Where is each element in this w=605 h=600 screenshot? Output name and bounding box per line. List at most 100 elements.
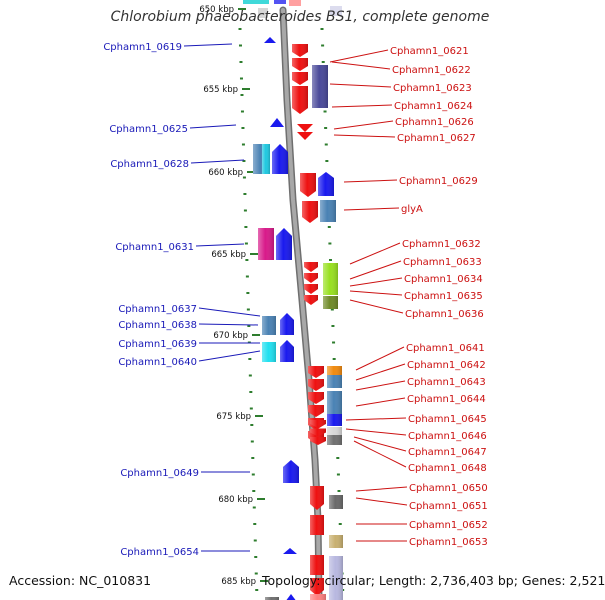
gene-arrow-shade: [327, 366, 342, 375]
ruler-tick: [323, 110, 327, 113]
ruler-tick: [254, 572, 258, 575]
gene-arrow: [320, 200, 336, 222]
gene-label-right: Cphamn1_0641: [406, 343, 485, 354]
ruler-tick: [321, 61, 325, 63]
ruler-tick: [243, 209, 247, 212]
gene-arrow: [310, 428, 326, 437]
ruler-tick: [246, 292, 250, 294]
gene-arrow-shade: [300, 173, 316, 197]
gene-arrow: [310, 486, 324, 510]
ruler-label: 660 kbp: [208, 168, 243, 178]
gene-arrow: [327, 435, 342, 445]
ruler-tick: [246, 308, 250, 311]
gene-arrow: [310, 437, 326, 445]
ruler-label: 665 kbp: [211, 250, 246, 260]
gene-arrow: [300, 173, 316, 197]
gene-arrowhead: [297, 124, 313, 132]
gene-label-right: Cphamn1_0623: [393, 83, 472, 94]
gene-label-left: Cphamn1_0631: [115, 242, 194, 253]
gene-arrow-shade: [323, 263, 338, 295]
gene-label-right: Cphamn1_0622: [392, 65, 471, 76]
gene-label-right: Cphamn1_0653: [409, 537, 488, 548]
gene-arrow-shade: [302, 201, 318, 223]
gene-arrow: [292, 58, 308, 71]
gene-label-left: Cphamn1_0640: [118, 357, 197, 368]
map-title: Chlorobium phaeobacteroides BS1, complet…: [110, 9, 490, 25]
gene-arrow-shade: [308, 379, 324, 391]
gene-arrow-shade: [262, 316, 276, 335]
gene-arrow: [292, 86, 308, 114]
gene-leader-line: [331, 61, 391, 70]
gene-leader-line: [198, 323, 259, 326]
genome-summary-text: Topology: circular; Length: 2,736,403 bp…: [262, 573, 605, 588]
gene-arrow-shade: [258, 228, 274, 260]
gene-leader-line: [349, 260, 402, 280]
gene-arrow: [329, 556, 343, 600]
gene-leader-line: [355, 380, 406, 391]
ruler-tick: [331, 325, 335, 327]
gene-arrow-shade: [262, 144, 270, 174]
gene-leader-line: [183, 43, 233, 47]
gene-arrow: [327, 414, 342, 426]
gene-label-right: Cphamn1_0645: [408, 414, 487, 425]
gene-leader-line: [345, 417, 407, 421]
gene-arrow: [292, 72, 308, 85]
ruler-tick: [324, 127, 328, 129]
gene-leader-line: [349, 290, 403, 296]
gene-arrow-shade: [283, 460, 299, 483]
gene-leader-line: [345, 428, 407, 436]
ruler-tick: [240, 94, 244, 96]
ruler-tick: [241, 143, 245, 146]
gene-label-right: Cphamn1_0636: [405, 309, 484, 320]
ruler-major-tick: [260, 580, 268, 582]
gene-arrow: [323, 263, 338, 295]
ruler-tick: [332, 358, 336, 360]
ruler-label: 655 kbp: [203, 85, 238, 95]
gene-arrow: [304, 273, 318, 283]
gene-arrow-shade: [304, 295, 318, 305]
gene-label-right: Cphamn1_0624: [394, 101, 473, 112]
gene-leader-line: [343, 179, 398, 183]
ruler-tick: [241, 127, 245, 129]
gene-label-right: Cphamn1_0652: [409, 520, 488, 531]
ruler-label: 680 kbp: [218, 495, 253, 505]
gene-leader-line: [355, 486, 408, 492]
gene-arrow-shade: [318, 172, 334, 196]
ruler-tick: [242, 176, 246, 179]
gene-label-right: Cphamn1_0650: [409, 483, 488, 494]
gene-label-left: Cphamn1_0654: [120, 547, 199, 558]
gene-arrow-shade: [265, 597, 279, 600]
gene-arrow-shade: [304, 262, 318, 272]
ruler-tick: [248, 374, 252, 377]
gene-arrow: [304, 295, 318, 305]
gene-leader-line: [349, 299, 404, 314]
gene-label-right: Cphamn1_0635: [404, 291, 483, 302]
gene-arrow: [310, 578, 324, 596]
gene-leader-line: [349, 277, 403, 287]
gene-arrow-shade: [310, 555, 324, 575]
gene-arrow-shade: [292, 72, 308, 85]
gene-label-right: Cphamn1_0633: [403, 257, 482, 268]
ruler-tick: [245, 275, 249, 278]
gene-arrow: [327, 427, 342, 435]
gene-label-right: Cphamn1_0647: [408, 447, 487, 458]
ruler-tick: [328, 242, 332, 245]
gene-arrow-shade: [327, 427, 342, 435]
gene-label-left: Cphamn1_0649: [120, 468, 199, 479]
ruler-tick: [252, 506, 256, 509]
gene-arrow: [265, 597, 279, 600]
ruler-tick: [330, 308, 334, 311]
feature-fragment: [243, 0, 269, 4]
gene-arrow-shade: [327, 414, 342, 426]
gene-arrow-shade: [292, 44, 308, 57]
gene-arrowhead: [270, 118, 284, 127]
gene-leader-line: [353, 440, 407, 468]
gene-arrow: [302, 201, 318, 223]
ruler-tick: [249, 407, 253, 410]
ruler-label: 650 kbp: [199, 5, 234, 15]
gene-label-right: Cphamn1_0646: [408, 431, 487, 442]
gene-arrow-shade: [272, 144, 288, 174]
gene-arrow: [308, 392, 324, 404]
